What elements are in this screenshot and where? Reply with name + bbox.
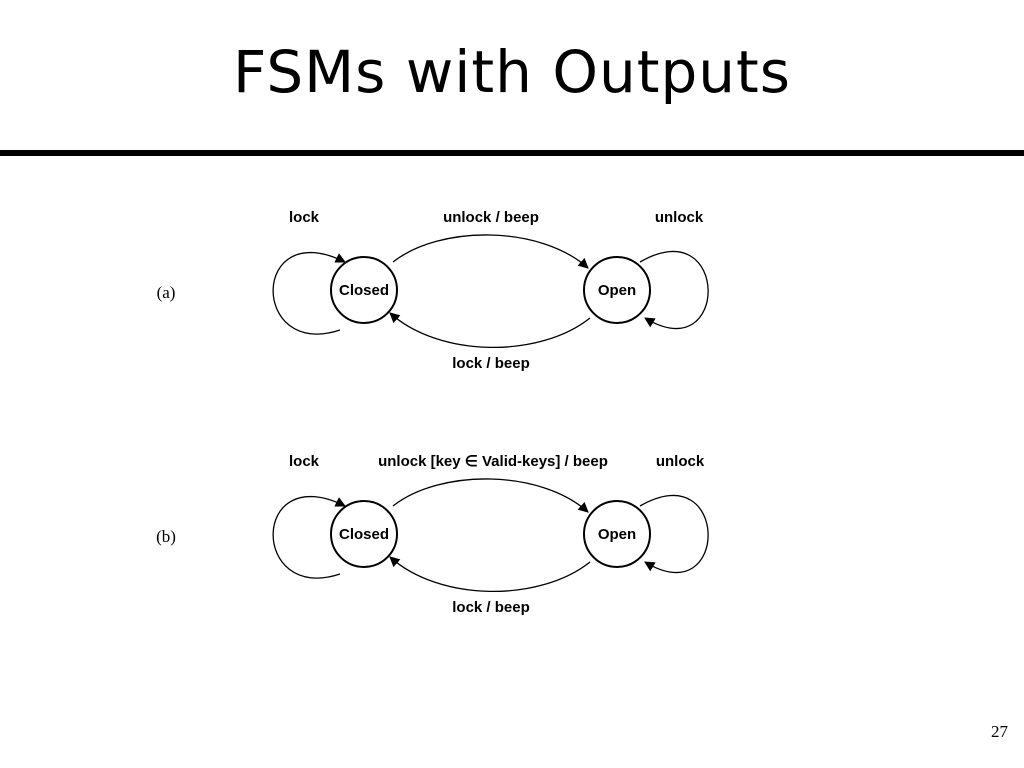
state-node-b-closed: [330, 500, 398, 568]
diagram-label-a: (a): [157, 283, 176, 302]
transition-arrow-b-top: [392, 478, 589, 513]
transition-arrow-b-left-loop: [272, 496, 346, 579]
state-node-a-open: [583, 256, 651, 324]
state-label-b-open: Open: [598, 526, 636, 543]
title-divider: [0, 150, 1024, 156]
state-label-b-closed: Closed: [339, 526, 389, 543]
state-node-b-open: [583, 500, 651, 568]
transition-label-a-left-loop: lock: [289, 209, 320, 226]
transition-arrow-b-bottom: [389, 556, 591, 593]
transition-label-b-right-loop: unlock: [656, 453, 705, 470]
fsm-diagram-b: (b) Closed Open lock unlock [key ∈ Valid…: [156, 453, 709, 616]
transition-arrow-a-left-loop: [272, 252, 346, 335]
transition-label-a-top: unlock / beep: [443, 209, 539, 226]
transition-label-b-top: unlock [key ∈ Valid-keys] / beep: [378, 453, 608, 470]
transition-arrow-a-right-loop: [639, 250, 709, 330]
transition-label-a-bottom: lock / beep: [452, 355, 530, 372]
fsm-diagram-a: (a) Closed Open lock unlock / beep unloc…: [157, 209, 709, 372]
transition-label-b-left-loop: lock: [289, 453, 320, 470]
transition-arrow-a-top: [392, 234, 589, 269]
state-label-a-open: Open: [598, 282, 636, 299]
transition-arrow-a-bottom: [389, 312, 591, 349]
transition-label-b-bottom: lock / beep: [452, 599, 530, 616]
transition-label-a-right-loop: unlock: [655, 209, 704, 226]
state-label-a-closed: Closed: [339, 282, 389, 299]
slide-title: FSMs with Outputs: [232, 38, 792, 106]
page-number: 27: [991, 722, 1008, 741]
diagram-label-b: (b): [156, 527, 176, 546]
state-node-a-closed: [330, 256, 398, 324]
transition-arrow-b-right-loop: [639, 494, 709, 574]
